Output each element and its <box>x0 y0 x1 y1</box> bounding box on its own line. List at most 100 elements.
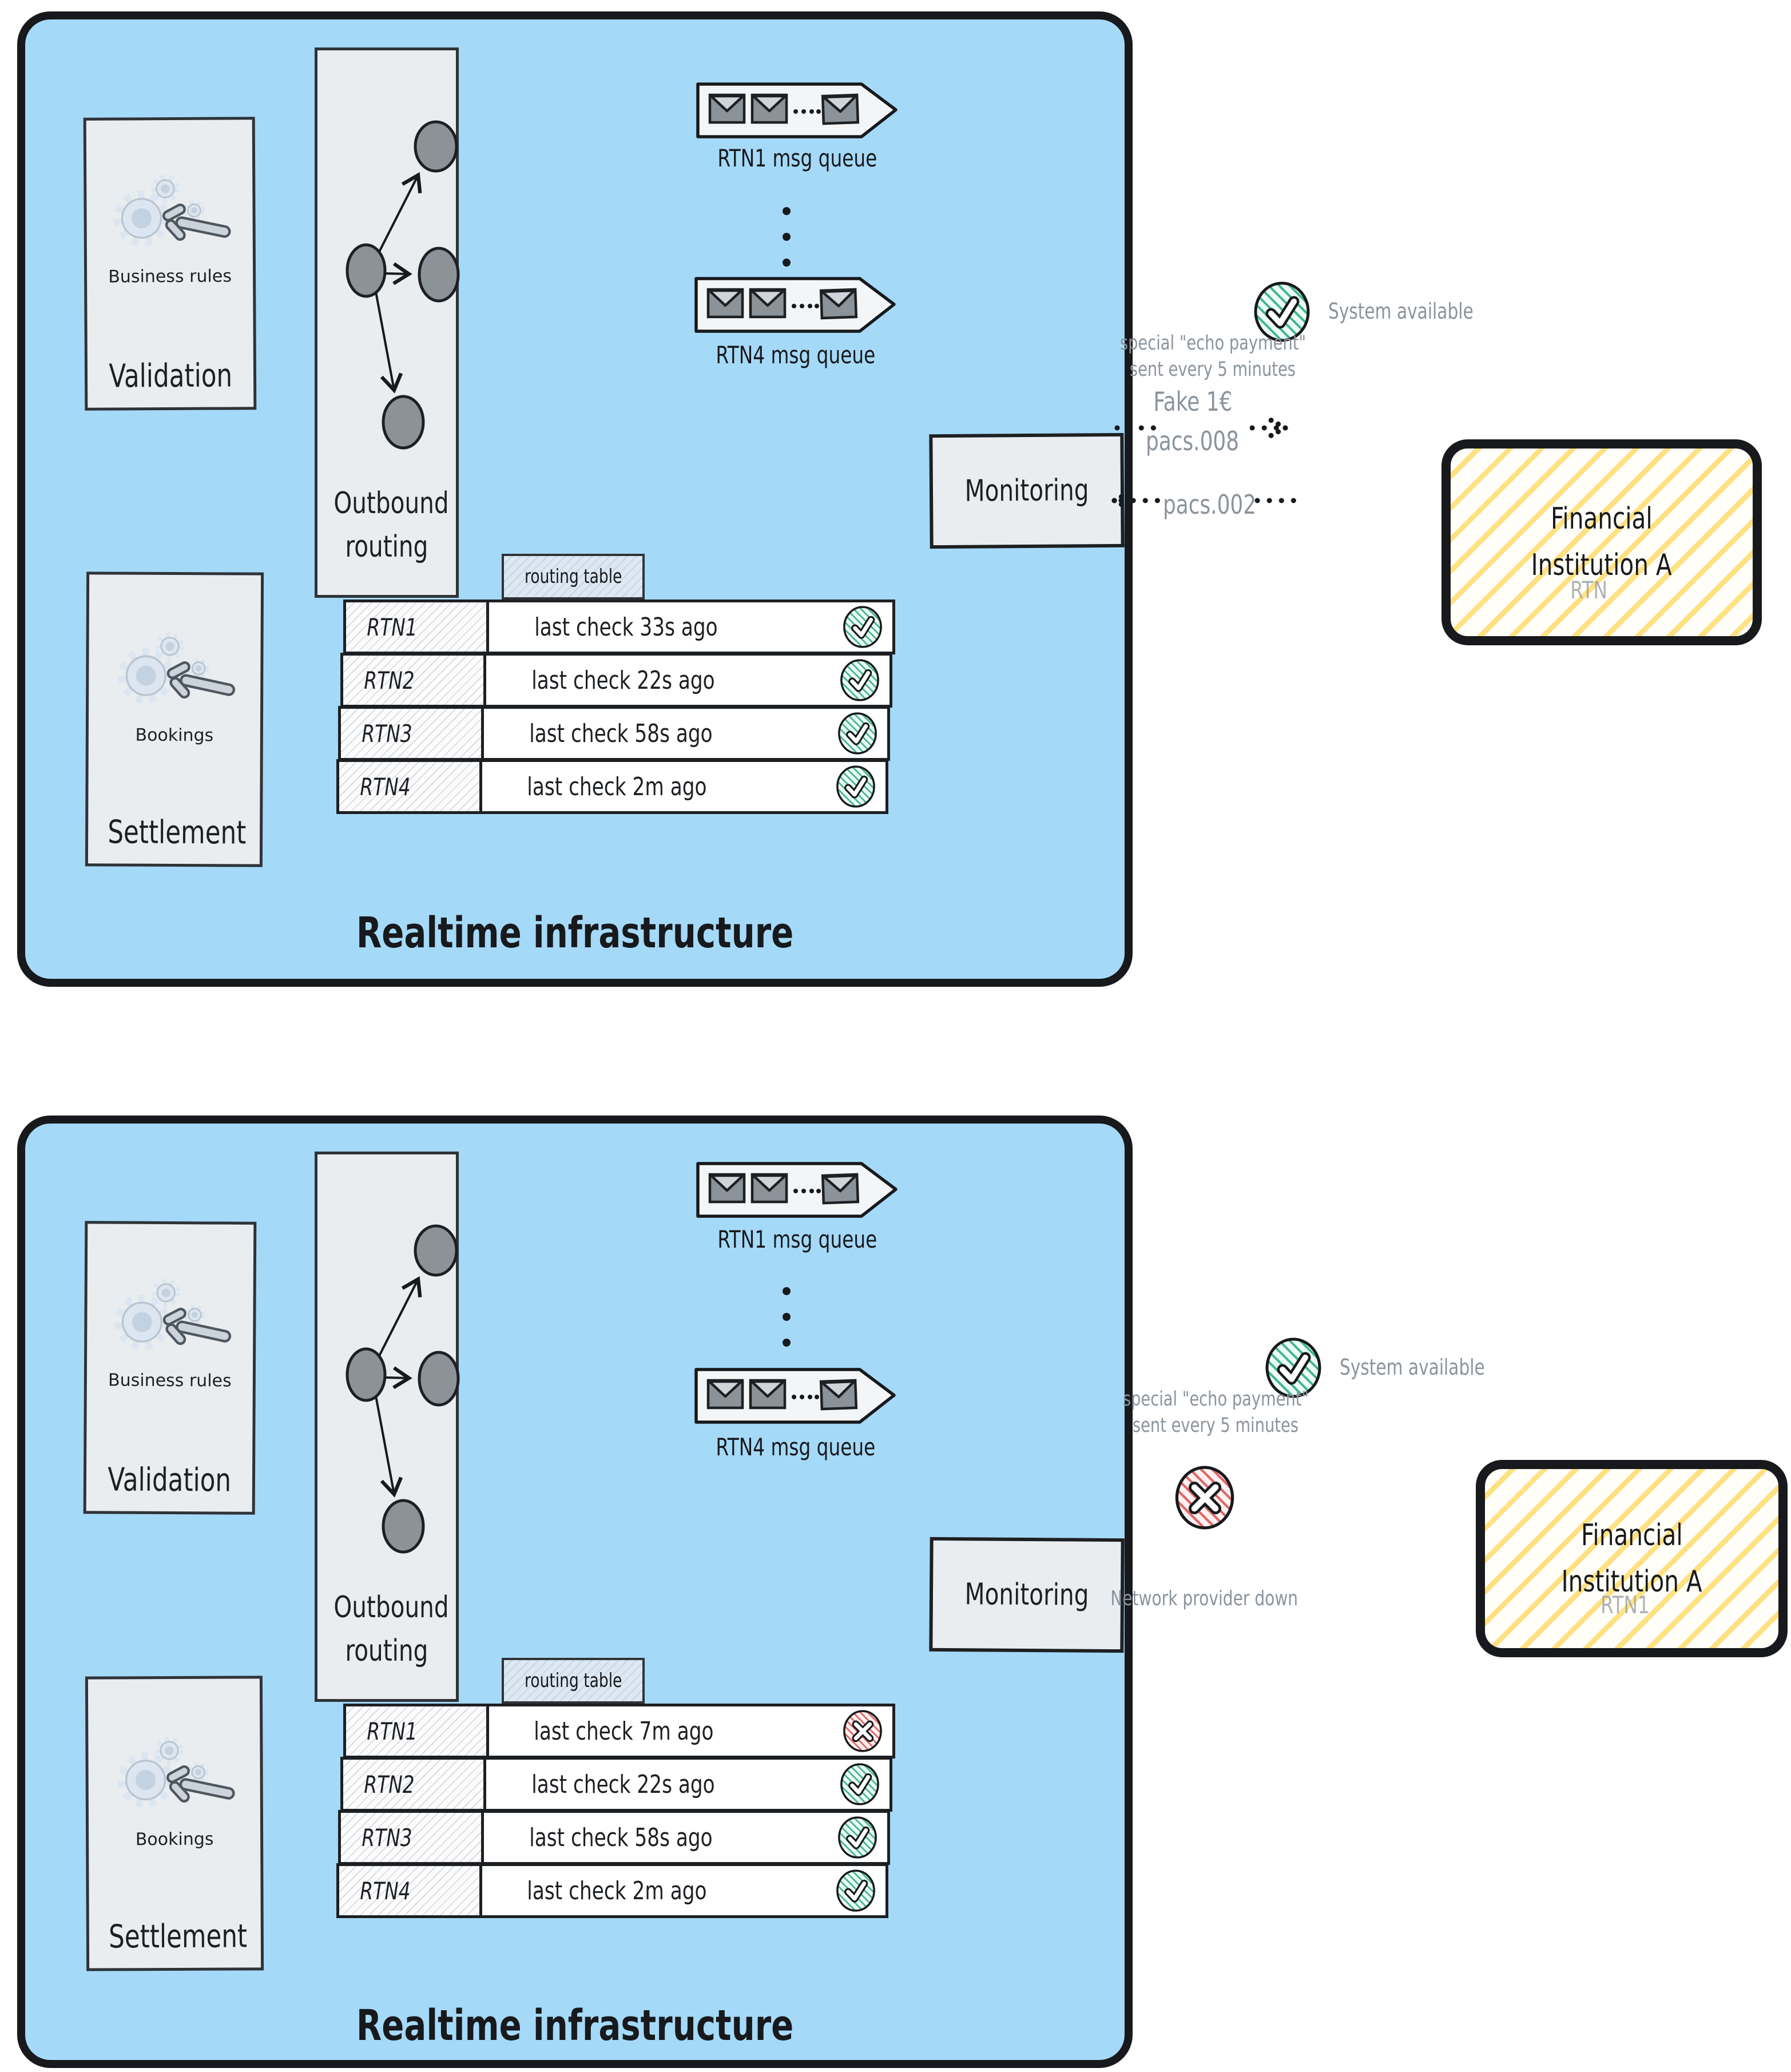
echo-payment-note-line2: sent every 5 minutes <box>1132 1414 1299 1437</box>
rtn4-queue-label: RTN4 msg queue <box>716 1433 876 1461</box>
check-circle-icon <box>836 1816 879 1859</box>
fi-watermark: RTN <box>1570 576 1608 604</box>
dotted-arrow-right <box>1113 416 1170 439</box>
fake-payment-label: Fake 1€ <box>1153 386 1232 417</box>
x-circle-icon <box>841 1710 884 1752</box>
dotted-arrowhead-left <box>1111 489 1174 512</box>
dotted-arrowhead-right <box>1250 416 1313 439</box>
table-row: RTN2 last check 22s ago <box>340 1757 892 1812</box>
row-name: RTN3 <box>362 719 412 748</box>
x-circle-icon <box>1173 1466 1237 1530</box>
fi-watermark: RTN1 <box>1601 1591 1650 1619</box>
financial-institution-box-bottom: Financial Institution A RTN1 <box>1476 1460 1788 1657</box>
row-last-check: last check 58s ago <box>529 1823 713 1852</box>
echo-payment-note-line1: special "echo payment" <box>1119 332 1306 355</box>
status-badge <box>833 602 892 652</box>
table-row: RTN3 last check 58s ago <box>338 1810 890 1865</box>
pacs002-label: pacs.002 <box>1162 489 1257 520</box>
table-row: RTN4 last check 2m ago <box>336 1863 888 1918</box>
dotted-arrow-left-tail <box>1253 489 1310 512</box>
status-badge <box>830 656 889 705</box>
gears-wrench-icon <box>106 1733 239 1816</box>
fi-label-line2: Institution A <box>1561 1564 1702 1599</box>
gears-wrench-icon <box>102 171 235 253</box>
row-last-check: last check 7m ago <box>534 1716 714 1746</box>
pacs008-label: pacs.008 <box>1146 426 1240 457</box>
status-badge <box>830 1760 889 1809</box>
settlement-label: Settlement <box>108 813 247 852</box>
gears-wrench-icon <box>107 629 239 711</box>
check-circle-icon <box>835 1869 877 1912</box>
validation-box-top: Business rules Validation <box>83 117 257 411</box>
settlement-box-bottom: Bookings Settlement <box>85 1676 264 1971</box>
status-badge <box>833 1706 892 1756</box>
check-circle-icon <box>836 712 879 755</box>
check-circle-icon <box>835 765 877 808</box>
outbound-routing-box-top: Outbound routing <box>315 47 459 598</box>
status-badge <box>826 1866 885 1915</box>
row-last-check: last check 2m ago <box>527 772 707 801</box>
row-name: RTN2 <box>364 1770 415 1799</box>
settlement-label: Settlement <box>108 1918 248 1956</box>
financial-institution-box-top: Financial Institution A RTN <box>1441 439 1762 645</box>
rtn4-msg-queue-bottom <box>693 1364 897 1425</box>
row-last-check: last check 33s ago <box>534 612 718 642</box>
status-badge <box>828 709 887 758</box>
table-row: RTN1 last check 33s ago <box>343 600 895 654</box>
row-last-check: last check 58s ago <box>529 719 713 748</box>
outbound-label-line1: Outbound <box>333 486 449 521</box>
routing-table-header-bottom: routing table <box>502 1658 645 1704</box>
outbound-label-line2: routing <box>345 1634 428 1668</box>
row-last-check: last check 22s ago <box>531 665 715 695</box>
settlement-caption: Bookings <box>135 1829 214 1850</box>
fi-label-line1: Financial <box>1551 502 1653 537</box>
fi-label-line1: Financial <box>1580 1518 1683 1553</box>
table-row: RTN4 last check 2m ago <box>336 759 888 814</box>
rtn4-msg-queue-top <box>693 273 897 334</box>
echo-payment-note-line1: special "echo payment" <box>1122 1388 1309 1411</box>
validation-caption: Business rules <box>108 266 232 287</box>
rtn1-queue-label: RTN1 msg queue <box>717 144 877 172</box>
queue-ellipsis-bottom <box>783 1287 791 1347</box>
table-row: RTN2 last check 22s ago <box>340 653 892 708</box>
row-name: RTN1 <box>367 1717 418 1745</box>
system-available-label: System available <box>1328 299 1474 324</box>
outbound-routing-box-bottom: Outbound routing <box>315 1152 459 1702</box>
row-name: RTN1 <box>367 613 418 641</box>
outbound-label-line2: routing <box>345 530 428 564</box>
monitoring-label: Monitoring <box>964 473 1089 509</box>
row-name: RTN4 <box>360 772 411 801</box>
check-circle-icon <box>839 659 881 701</box>
validation-label: Validation <box>107 1461 231 1499</box>
check-circle-icon <box>841 606 884 648</box>
settlement-caption: Bookings <box>135 725 214 746</box>
settlement-box-top: Bookings Settlement <box>85 571 264 867</box>
rtn1-queue-label: RTN1 msg queue <box>717 1225 877 1253</box>
row-name: RTN4 <box>360 1876 411 1905</box>
row-name: RTN3 <box>362 1823 412 1852</box>
rtn1-msg-queue-bottom <box>695 1158 899 1219</box>
rtn4-queue-label: RTN4 msg queue <box>716 341 876 369</box>
status-badge <box>828 1813 887 1862</box>
row-last-check: last check 2m ago <box>527 1876 707 1906</box>
check-circle-icon <box>839 1763 881 1805</box>
validation-caption: Business rules <box>108 1370 232 1391</box>
echo-payment-note-line2: sent every 5 minutes <box>1129 358 1296 381</box>
network-provider-down-label: Network provider down <box>1110 1587 1298 1610</box>
system-available-label: System available <box>1340 1355 1485 1380</box>
fi-label-line2: Institution A <box>1531 548 1672 582</box>
rtn1-msg-queue-top <box>695 79 899 140</box>
gears-wrench-icon <box>103 1275 235 1357</box>
validation-label: Validation <box>109 357 233 395</box>
monitoring-box-top: Monitoring <box>929 432 1125 549</box>
table-row: RTN1 last check 7m ago <box>343 1704 895 1759</box>
outbound-label-line1: Outbound <box>333 1590 449 1625</box>
validation-box-bottom: Business rules Validation <box>83 1221 257 1515</box>
board-title-bottom: Realtime infrastructure <box>356 2001 794 2050</box>
row-name: RTN2 <box>364 666 415 694</box>
status-badge <box>826 762 885 811</box>
board-title-top: Realtime infrastructure <box>356 908 794 958</box>
table-row: RTN3 last check 58s ago <box>338 706 890 761</box>
queue-ellipsis-top <box>783 207 791 267</box>
routing-table-header-top: routing table <box>502 554 645 600</box>
